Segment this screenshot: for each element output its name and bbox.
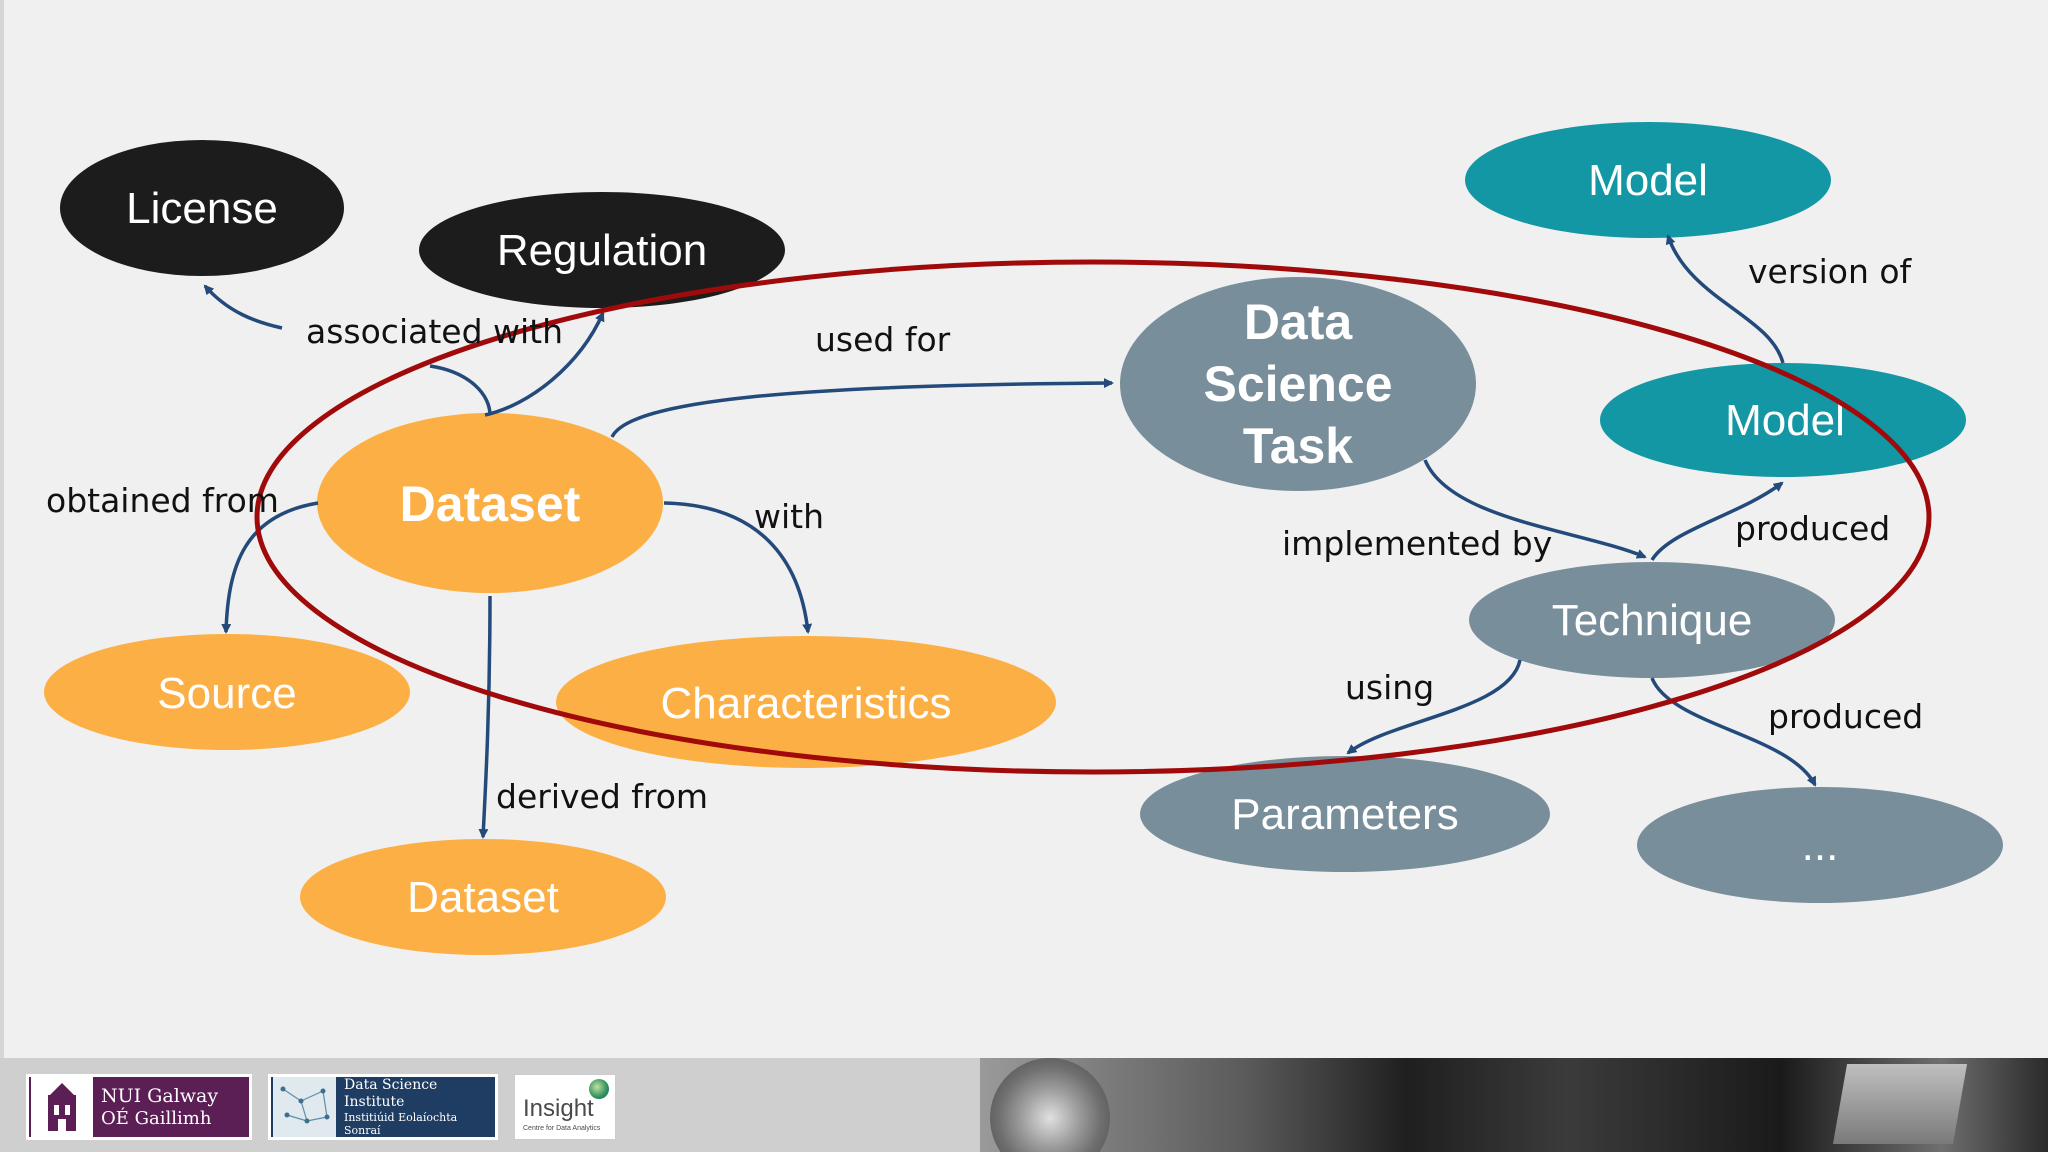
insight-globe-icon: [589, 1079, 609, 1099]
node-characteristics: Characteristics: [556, 636, 1056, 768]
arrow-using: [1346, 659, 1522, 755]
insight-logo-word: Insight: [523, 1095, 594, 1122]
arrow-obtained-from: [221, 501, 319, 634]
arrow-to-regulation: [484, 311, 605, 417]
node-task-label-line3: Task: [1243, 418, 1353, 474]
node-dataset-main: Dataset: [317, 413, 663, 593]
node-task-label-line1: Data: [1244, 294, 1354, 350]
edge-label-obtained-from: obtained from: [46, 481, 279, 520]
dsi-logo: Data Science Institute Institiúid Eolaío…: [268, 1074, 498, 1140]
edge-label-with: with: [754, 497, 824, 536]
edges: [203, 234, 1817, 839]
dsi-logo-text: Data Science Institute Institiúid Eolaío…: [336, 1077, 495, 1137]
arrow-associated-link: [429, 364, 492, 416]
arrow-produced-other: [1650, 677, 1817, 787]
edge-label-used-for: used for: [815, 320, 951, 359]
node-model-mid: Model: [1600, 363, 1966, 477]
insight-logo-subtitle: Centre for Data Analytics: [523, 1125, 601, 1132]
node-task-label-line2: Science: [1203, 356, 1392, 412]
arrow-with: [663, 501, 813, 634]
arrow-derived-from: [478, 595, 492, 839]
node-parameters: Parameters: [1140, 756, 1550, 872]
node-model-top-label: Model: [1588, 156, 1708, 205]
insight-logo: Insight Centre for Data Analytics: [514, 1074, 616, 1140]
arrow-produced-model: [1650, 481, 1784, 561]
nui-logo-line1: NUI Galway: [101, 1084, 219, 1107]
dsi-logo-line2: Institiúid Eolaíochta Sonraí: [344, 1110, 458, 1137]
node-source: Source: [44, 634, 410, 750]
nui-logo-text: NUI Galway OÉ Gaillimh: [93, 1085, 218, 1129]
arrow-used-for: [610, 378, 1114, 438]
node-ellipsis: ...: [1637, 787, 2003, 903]
nui-galway-logo: NUI Galway OÉ Gaillimh: [26, 1074, 252, 1140]
edge-label-implemented-by: implemented by: [1282, 524, 1552, 563]
node-data-science-task: Data Science Task: [1120, 277, 1476, 491]
arrow-to-license: [203, 284, 283, 330]
footer-photo-wheel: [990, 1058, 1110, 1152]
edge-label-produced-model: produced: [1735, 509, 1890, 548]
highlight-circle: [254, 259, 1932, 775]
node-technique-label: Technique: [1552, 596, 1753, 645]
node-dataset-main-label: Dataset: [400, 476, 581, 532]
node-technique: Technique: [1469, 562, 1835, 678]
node-model-top: Model: [1465, 122, 1831, 238]
node-dataset-derived-label: Dataset: [407, 873, 559, 922]
dsi-network-icon: [273, 1077, 336, 1137]
edge-label-associated-with: associated with: [306, 312, 563, 351]
ontology-diagram: License Regulation Model Data Science Ta…: [44, 122, 2003, 955]
edge-label-version-of: version of: [1748, 252, 1913, 291]
left-edge-shade: [0, 0, 4, 1058]
arrow-implemented-by: [1423, 459, 1647, 559]
node-license: License: [60, 140, 344, 276]
footer-photo-plate: [1832, 1064, 1968, 1144]
node-source-label: Source: [157, 669, 296, 718]
node-characteristics-label: Characteristics: [661, 679, 952, 728]
node-ellipsis-label: ...: [1802, 821, 1839, 870]
node-regulation-label: Regulation: [497, 226, 707, 275]
node-license-label: License: [126, 184, 278, 233]
node-parameters-label: Parameters: [1231, 790, 1458, 839]
node-regulation: Regulation: [419, 192, 785, 308]
nui-crest-icon: [31, 1077, 93, 1137]
edge-label-using: using: [1345, 668, 1434, 707]
nui-logo-line2: OÉ Gaillimh: [101, 1107, 212, 1129]
arrow-version-of: [1665, 234, 1785, 364]
node-model-mid-label: Model: [1725, 396, 1845, 445]
edge-label-produced-other: produced: [1768, 697, 1923, 736]
dsi-logo-line1: Data Science Institute: [344, 1077, 438, 1110]
node-dataset-derived: Dataset: [300, 839, 666, 955]
edge-label-derived-from: derived from: [496, 777, 708, 816]
footer-photo: [980, 1058, 2048, 1152]
